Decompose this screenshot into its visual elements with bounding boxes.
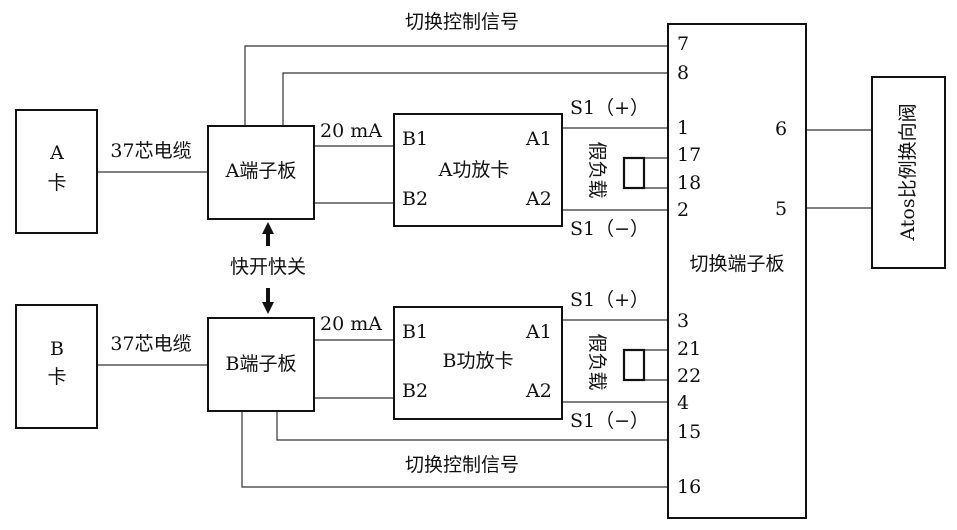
pin-15: 15 [677, 421, 701, 443]
card-a-label-2: 卡 [47, 172, 66, 194]
switch-board-box [667, 23, 807, 519]
amp-a-title: A功放卡 [438, 159, 510, 181]
cable-a-label: 37芯电缆 [110, 140, 191, 162]
amp-b-b1: B1 [402, 321, 428, 343]
valve-box [871, 76, 946, 269]
valve-label: Atos比例换向阀 [897, 103, 919, 241]
s1-minus-a: S1（−） [570, 218, 649, 240]
pin-3: 3 [677, 310, 689, 332]
s1-plus-b: S1（+） [570, 289, 649, 311]
wire-switch-signal-bottom-16 [241, 411, 668, 488]
switch-board-label: 切换端子板 [689, 253, 784, 275]
amp-a-b1: B1 [402, 128, 428, 150]
pin-7: 7 [677, 33, 689, 55]
fast-switch-label: 快开快关 [230, 256, 306, 278]
wire-switch-signal-top-8 [282, 72, 668, 126]
dummy-load-b-icon [622, 348, 646, 382]
wire-switch-signal-top-7 [244, 45, 668, 126]
terminal-b-label: B端子板 [226, 353, 297, 375]
current-a-label: 20 mA [320, 120, 382, 142]
pin-21: 21 [677, 338, 701, 360]
pin-2: 2 [677, 199, 689, 221]
dummy-load-b-label: 假负载 [586, 333, 608, 390]
s1-minus-b: S1（−） [570, 410, 649, 432]
terminal-b-box [207, 317, 315, 412]
amp-b-box [393, 306, 563, 420]
amp-a-b2: B2 [402, 188, 428, 210]
pin-22: 22 [677, 365, 701, 387]
amp-a-box [393, 113, 563, 227]
switch-signal-bottom-label: 切换控制信号 [405, 454, 519, 476]
terminal-a-label: A端子板 [225, 160, 297, 182]
out-pin-6: 6 [775, 118, 787, 140]
terminal-a-box [207, 125, 315, 220]
dummy-load-a-icon [622, 156, 646, 190]
s1-plus-a: S1（+） [570, 97, 649, 119]
amp-b-title: B功放卡 [443, 350, 514, 372]
pin-17: 17 [677, 144, 701, 166]
switch-signal-top-label: 切换控制信号 [405, 11, 519, 33]
card-a-label-1: A [49, 142, 64, 164]
out-pin-5: 5 [775, 198, 787, 220]
amp-a-a2: A2 [525, 188, 552, 210]
pin-8: 8 [677, 62, 689, 84]
amp-b-a1: A1 [525, 321, 552, 343]
amp-b-b2: B2 [402, 380, 428, 402]
amp-a-a1: A1 [525, 128, 552, 150]
amp-b-a2: A2 [525, 380, 552, 402]
pin-4: 4 [677, 392, 689, 414]
cable-b-label: 37芯电缆 [110, 333, 191, 355]
dummy-load-a-label: 假负载 [586, 141, 608, 198]
card-b-label-2: 卡 [47, 366, 66, 388]
pin-18: 18 [677, 172, 701, 194]
current-b-label: 20 mA [320, 313, 382, 335]
card-b-box [15, 304, 98, 429]
arrow-down-icon [262, 302, 274, 314]
pin-16: 16 [677, 476, 701, 498]
wires [97, 45, 872, 488]
fast-switch-arrows [262, 222, 274, 314]
card-b-label-1: B [50, 338, 64, 360]
pin-1: 1 [677, 117, 689, 139]
card-a-box [15, 109, 98, 234]
arrow-up-icon [262, 222, 274, 234]
wire-switch-signal-bottom-15 [276, 411, 668, 441]
